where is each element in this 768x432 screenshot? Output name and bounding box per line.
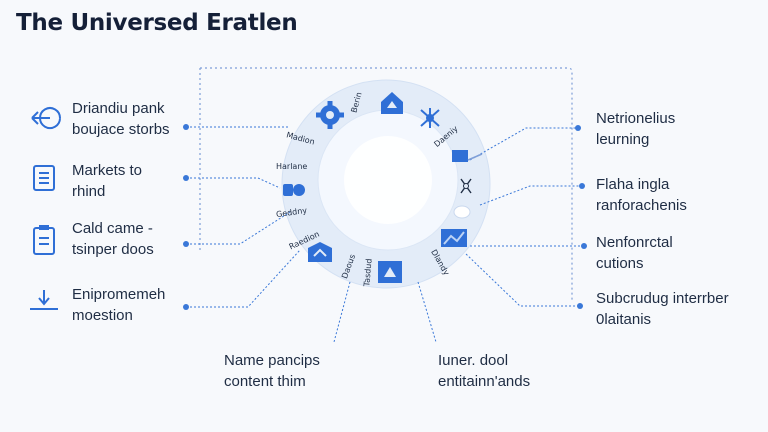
left-item-4: Enipromemeh moestion	[72, 284, 165, 326]
arrow-loop-icon	[31, 107, 61, 130]
right-item-2-line1: Flaha ingla	[596, 176, 670, 193]
right-item-4-line2: 0laitanis	[596, 311, 652, 328]
gear-icon	[316, 101, 344, 129]
left-item-2-text: Markets to rhind	[72, 160, 142, 202]
ring-label-2: Harlane	[276, 162, 308, 171]
left-connector-dots	[183, 124, 189, 310]
left-connectors	[186, 126, 301, 308]
bottom-item-2: Iuner. dool entitainn'ands	[438, 350, 530, 392]
left-item-4-line1: Enipromemeh	[72, 286, 166, 303]
core-glow	[344, 136, 432, 224]
right-connector-dots	[575, 125, 587, 309]
right-item-1-line2: leurning	[596, 131, 650, 148]
map-pin-icon	[308, 242, 332, 262]
right-item-3: Nenfonrctal cutions	[596, 232, 673, 274]
list-doc-icon	[33, 165, 55, 191]
left-item-3-text: Cald came - tsinper doos	[72, 218, 154, 260]
left-item-1-line1: Driandiu pank	[72, 100, 165, 117]
left-item-4-line2: moestion	[72, 307, 133, 324]
left-item-2-line2: rhind	[72, 183, 106, 200]
window-chart-icon	[441, 229, 467, 247]
drop-icon	[453, 205, 471, 219]
right-item-4-line1: Subcrudug interrber	[596, 290, 729, 307]
left-item-3: Cald came - tsinper doos	[72, 218, 154, 260]
bottom-connectors	[333, 281, 437, 343]
right-item-1-line1: Netrionelius	[596, 110, 676, 127]
left-item-3-line1: Cald came -	[72, 220, 153, 237]
chart-tile-icon	[452, 150, 483, 162]
cubes-icon	[283, 184, 305, 196]
box-arrow-icon	[378, 261, 402, 283]
bottom-item-2-line1: Iuner. dool	[438, 352, 509, 369]
left-item-4-text: Enipromemeh moestion	[72, 284, 165, 326]
right-item-3-line1: Nenfonrctal	[596, 234, 673, 251]
left-item-2-line1: Markets to	[72, 162, 143, 179]
right-item-2: Flaha ingla ranforachenis	[596, 174, 687, 216]
dotted-frame	[200, 67, 573, 300]
right-item-3-line2: cutions	[596, 255, 644, 272]
page-title: The Universed Eratlen	[16, 10, 298, 36]
right-connectors	[465, 127, 582, 307]
left-item-1-line2: boujace storbs	[72, 121, 170, 138]
bottom-item-1-line2: content thim	[224, 373, 306, 390]
right-item-4: Subcrudug interrber 0laitanis	[596, 288, 729, 330]
right-item-2-line2: ranforachenis	[596, 197, 687, 214]
compass-icon	[460, 178, 472, 194]
right-item-1: Netrionelius leurning	[596, 108, 675, 150]
clipboard-icon	[33, 225, 55, 255]
left-item-3-line2: tsinper doos	[72, 241, 154, 258]
bottom-item-1: Name pancips content thim	[224, 350, 320, 392]
network-node-icon	[420, 108, 440, 128]
bottom-item-2-line2: entitainn'ands	[438, 373, 531, 390]
bottom-item-1-line1: Name pancips	[224, 352, 320, 369]
left-item-2: Markets to rhind	[72, 160, 142, 202]
left-item-1: Driandiu pank boujace storbs	[72, 98, 170, 140]
left-item-1-text: Driandiu pank boujace storbs	[72, 98, 170, 140]
house-shield-icon	[381, 92, 403, 114]
download-tray-icon	[30, 290, 58, 310]
